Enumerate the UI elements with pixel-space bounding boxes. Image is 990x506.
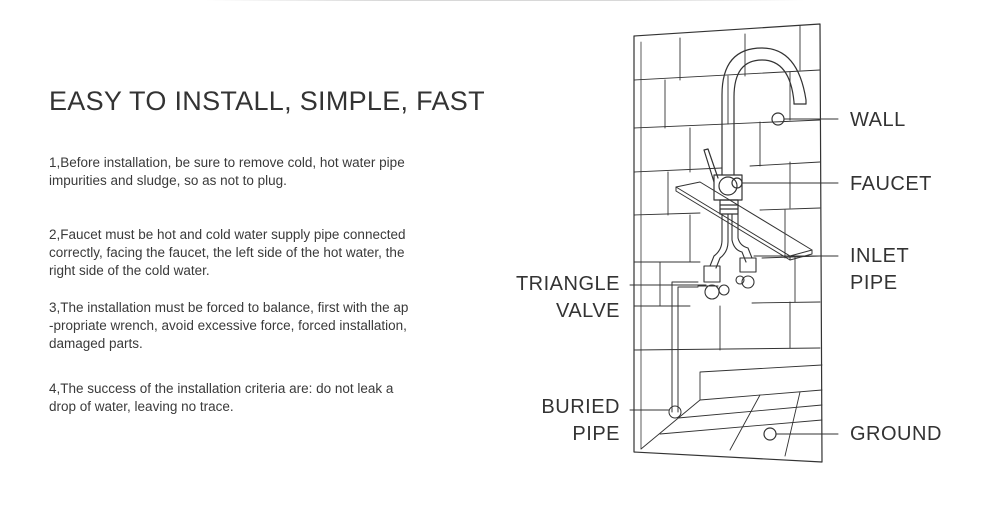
faucet	[703, 47, 807, 215]
installation-step-3: 3,The installation must be forced to bal…	[49, 300, 409, 351]
installation-step-4: 4,The success of the installation criter…	[49, 381, 394, 414]
wall-tiles	[633, 25, 821, 351]
inlet-pipe-label: INLET PIPE	[850, 245, 910, 294]
top-divider	[205, 0, 805, 1]
installation-step-2: 2,Faucet must be hot and cold water supp…	[49, 227, 406, 278]
counter-shelf	[675, 181, 813, 261]
page-title: EASY TO INSTALL, SIMPLE, FAST	[49, 86, 485, 116]
installation-step-1: 1,Before installation, be sure to remove…	[49, 155, 405, 188]
wall-marker	[771, 112, 785, 126]
floor	[640, 364, 823, 457]
triangle-valves	[697, 257, 757, 300]
ground-label: GROUND	[850, 423, 942, 445]
buried-pipe-label: BURIED PIPE	[541, 396, 620, 445]
wall-panel	[633, 23, 823, 463]
ground-marker	[763, 427, 777, 441]
inlet-pipe	[709, 213, 753, 269]
wall-label: WALL	[850, 109, 906, 131]
triangle-valve-label: TRIANGLE VALVE	[515, 273, 620, 322]
faucet-label: FAUCET	[850, 173, 932, 195]
leader-lines	[629, 118, 839, 435]
buried-pipe	[668, 281, 699, 419]
